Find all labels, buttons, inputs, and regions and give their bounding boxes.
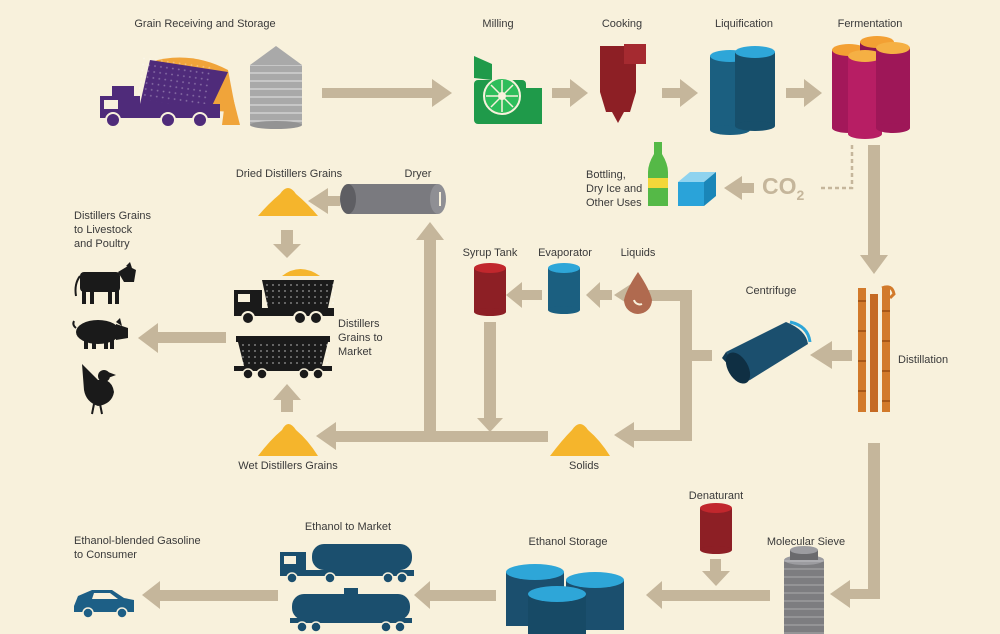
arrow-to-molecular-sieve xyxy=(830,443,880,608)
arrow-to-consumer xyxy=(142,581,278,609)
ethanol-storage-tanks-icon xyxy=(506,564,624,634)
molecular-sieve-icon xyxy=(784,546,824,634)
silo-icon xyxy=(250,46,302,129)
evaporator-icon xyxy=(548,263,580,314)
dried-grains-pile-icon xyxy=(258,188,318,216)
arrow-to-distillation xyxy=(860,145,888,274)
syrup-tank-icon xyxy=(474,263,506,316)
label-molecular-sieve: Molecular Sieve xyxy=(766,536,846,548)
label-grains-to-market: Distillers Grains to Market xyxy=(338,318,383,358)
wet-grains-pile-icon xyxy=(258,424,318,456)
label-gasoline-consumer: Ethanol-blended Gasoline to Consumer xyxy=(74,535,201,561)
arrow-to-wet-grains xyxy=(316,422,548,450)
label-distillation: Distillation xyxy=(898,354,949,366)
label-dryer: Dryer xyxy=(404,168,432,180)
label-ethanol-to-market: Ethanol to Market xyxy=(304,521,392,533)
arrow-to-liquification xyxy=(662,79,698,107)
flow-arrows xyxy=(138,79,888,609)
arrow-to-livestock xyxy=(138,323,226,353)
label-liquids: Liquids xyxy=(620,247,656,259)
rail-hopper-car-icon xyxy=(234,336,332,380)
label-ethanol-storage: Ethanol Storage xyxy=(528,536,608,548)
dump-truck-icon xyxy=(100,55,240,128)
arrow-to-bottling xyxy=(724,176,754,200)
centrifuge-icon xyxy=(722,320,812,384)
label-centrifuge: Centrifuge xyxy=(745,285,797,297)
label-dried-grains: Dried Distillers Grains xyxy=(235,168,343,180)
arrow-wet-up xyxy=(273,384,301,412)
label-liquification: Liquification xyxy=(714,18,774,30)
car-icon xyxy=(74,590,134,619)
denaturant-tank-icon xyxy=(700,503,732,554)
arrow-to-milling xyxy=(322,79,452,107)
rail-tanker-icon xyxy=(290,588,412,633)
dryer-icon xyxy=(340,184,446,214)
arrow-to-dryer xyxy=(416,222,444,436)
label-wet-grains: Wet Distillers Grains xyxy=(238,460,338,472)
label-co2: CO2 xyxy=(762,173,805,203)
pig-icon xyxy=(72,318,128,349)
arrow-to-dried-grains xyxy=(308,188,340,214)
distillation-column-icon xyxy=(858,285,896,412)
chicken-icon xyxy=(82,364,116,415)
fermentation-tank-icon xyxy=(832,36,910,139)
liquification-tank-icon xyxy=(710,46,775,135)
label-syrup-tank: Syrup Tank xyxy=(462,247,518,259)
label-livestock: Distillers Grains to Livestock and Poult… xyxy=(74,210,152,250)
arrow-to-evaporator xyxy=(586,282,612,308)
cooker-icon xyxy=(600,44,646,123)
mill-icon xyxy=(474,56,542,124)
label-cooking: Cooking xyxy=(601,18,643,30)
arrow-dried-down xyxy=(273,230,301,258)
co2-dashed-line xyxy=(818,145,854,190)
label-grain-receiving: Grain Receiving and Storage xyxy=(134,18,276,30)
label-solids: Solids xyxy=(569,460,599,472)
arrow-to-syrup-tank xyxy=(506,282,542,308)
arrow-to-ethanol-market xyxy=(414,581,496,609)
market-dump-truck-icon xyxy=(234,269,334,325)
solids-pile-icon xyxy=(550,424,610,456)
cow-icon xyxy=(74,262,136,304)
tanker-truck-icon xyxy=(280,544,414,584)
arrow-denaturant-down xyxy=(702,559,730,586)
label-denaturant: Denaturant xyxy=(688,490,744,502)
dry-ice-icon xyxy=(678,172,716,206)
arrow-to-ethanol-storage xyxy=(646,581,770,609)
label-fermentation: Fermentation xyxy=(837,18,903,30)
label-milling: Milling xyxy=(482,18,514,30)
arrow-to-centrifuge xyxy=(810,341,852,369)
arrow-to-cooking xyxy=(552,79,588,107)
label-evaporator: Evaporator xyxy=(538,247,592,259)
label-bottling: Bottling, Dry Ice and Other Uses xyxy=(586,169,643,209)
liquid-drop-icon xyxy=(624,272,652,314)
arrow-syrup-down xyxy=(477,322,503,432)
bottle-icon xyxy=(648,142,668,206)
arrow-to-fermentation xyxy=(786,79,822,107)
